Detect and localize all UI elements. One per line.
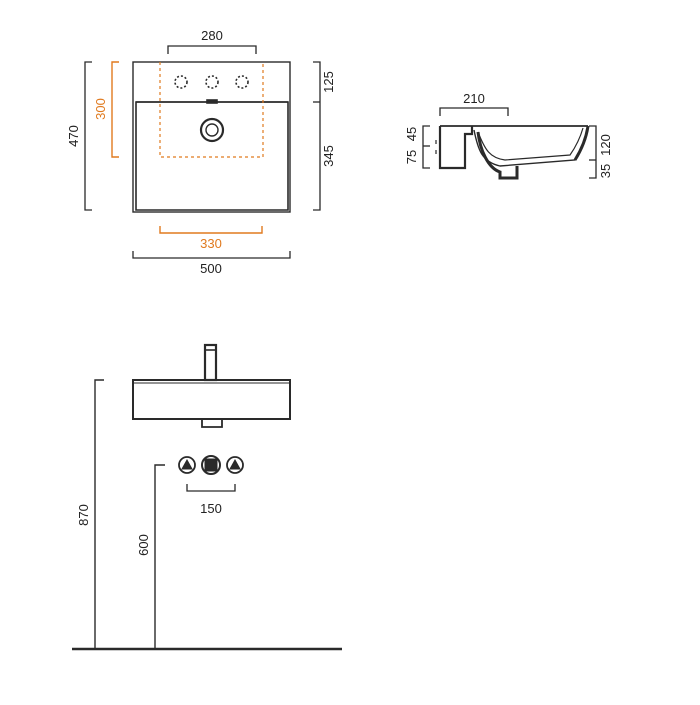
label-75: 75 <box>404 150 419 164</box>
dimension-labels: 280 470 300 125 345 330 500 210 75 45 35… <box>66 28 613 556</box>
section-outer-bowl <box>473 125 589 167</box>
wall-valve-left-symbol <box>181 458 193 470</box>
section-inner-bowl <box>477 127 584 161</box>
label-870: 870 <box>76 504 91 526</box>
drain-outer <box>199 117 225 143</box>
wall-outlet-center <box>201 455 221 475</box>
dim-line-210 <box>439 107 509 116</box>
basin-front <box>132 379 291 420</box>
orange-dashed-area <box>159 62 264 158</box>
wall-valve-right-symbol <box>229 458 241 470</box>
tap-hole-center <box>205 75 219 89</box>
label-45: 45 <box>404 127 419 141</box>
label-500: 500 <box>200 261 222 276</box>
label-345: 345 <box>321 145 336 167</box>
section-rim <box>438 126 474 170</box>
dim-line-right <box>313 61 321 211</box>
label-120: 120 <box>598 134 613 156</box>
dim-line-300 <box>111 61 119 158</box>
label-125: 125 <box>321 71 336 93</box>
tap-hole-right <box>235 75 249 89</box>
label-600: 600 <box>136 534 151 556</box>
label-35: 35 <box>598 164 613 178</box>
dim-line-280 <box>167 45 257 54</box>
dim-line-right-side <box>589 125 597 179</box>
dim-line-470 <box>84 61 92 211</box>
label-470: 470 <box>66 125 81 147</box>
dim-line-left-side <box>422 125 430 169</box>
label-210: 210 <box>463 91 485 106</box>
wall-outlet-center-grid <box>204 458 218 472</box>
wall-valve-left <box>178 456 196 474</box>
dim-line-500 <box>132 251 291 259</box>
trap-stub <box>201 419 223 428</box>
dim-line-150 <box>186 484 236 492</box>
dim-line-600 <box>154 464 165 648</box>
wall-valve-right <box>226 456 244 474</box>
label-150: 150 <box>200 501 222 516</box>
label-300: 300 <box>93 98 108 120</box>
side-view <box>422 107 597 180</box>
front-view <box>72 343 342 651</box>
dim-line-870 <box>94 379 104 648</box>
section-drain <box>476 131 519 180</box>
label-330: 330 <box>200 236 222 251</box>
drain-inner <box>205 123 219 137</box>
overflow-slot <box>206 99 218 104</box>
tap-hole-left <box>174 75 188 89</box>
basin-top-outline <box>132 61 291 213</box>
label-280: 280 <box>201 28 223 43</box>
top-view <box>84 45 321 259</box>
dim-line-330 <box>159 226 263 234</box>
section-right-wall <box>573 125 590 161</box>
